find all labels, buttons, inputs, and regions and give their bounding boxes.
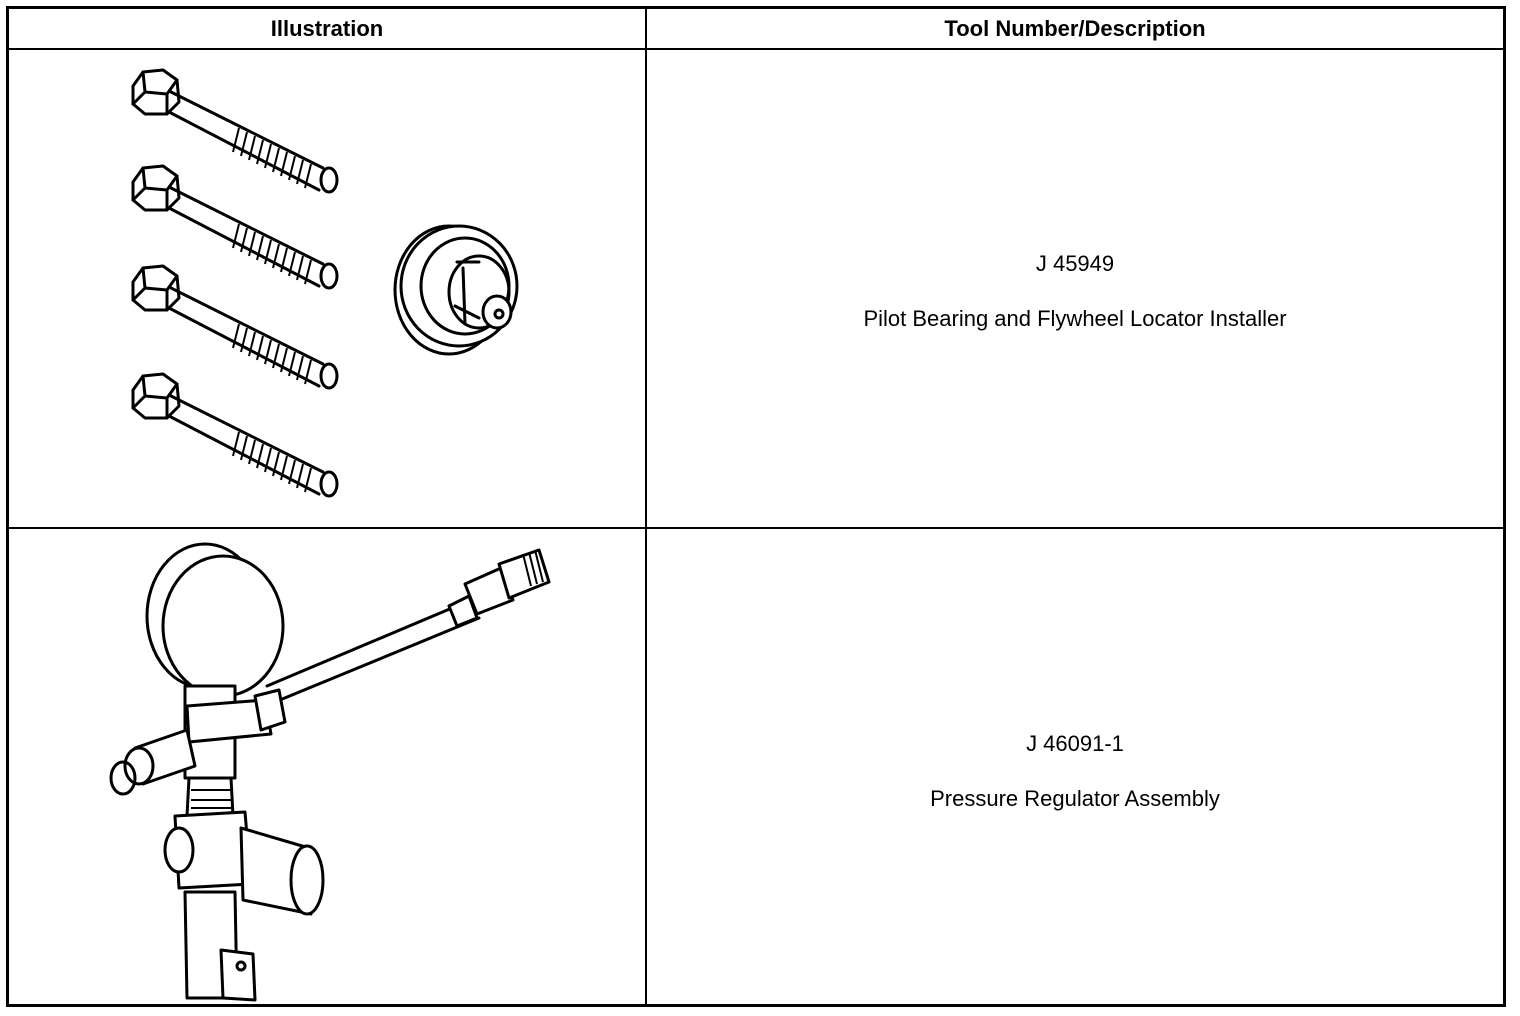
locator-installer-icon <box>393 224 519 356</box>
header-tool-description: Tool Number/Description <box>944 16 1206 41</box>
tool-description: Pressure Regulator Assembly <box>930 786 1220 811</box>
tool-description: Pilot Bearing and Flywheel Locator Insta… <box>863 306 1287 331</box>
tool-number: J 46091-1 <box>1026 731 1124 756</box>
tool-description-cell: J 45949 Pilot Bearing and Flywheel Locat… <box>647 50 1503 527</box>
header-illustration: Illustration <box>270 16 384 41</box>
tool-table: Illustration Tool Number/Description <box>6 6 1506 1007</box>
column-divider <box>645 9 647 1004</box>
table-row: J 46091-1 Pressure Regulator Assembly <box>9 530 1503 1004</box>
bolts-and-installer-illustration <box>9 50 645 527</box>
table-row: J 45949 Pilot Bearing and Flywheel Locat… <box>9 50 1503 529</box>
tool-description-cell: J 46091-1 Pressure Regulator Assembly <box>647 530 1503 1004</box>
pressure-regulator-icon <box>109 542 551 1002</box>
tool-number: J 45949 <box>1035 251 1115 276</box>
header-row: Illustration Tool Number/Description <box>9 9 1503 50</box>
pressure-regulator-illustration <box>9 530 645 1004</box>
